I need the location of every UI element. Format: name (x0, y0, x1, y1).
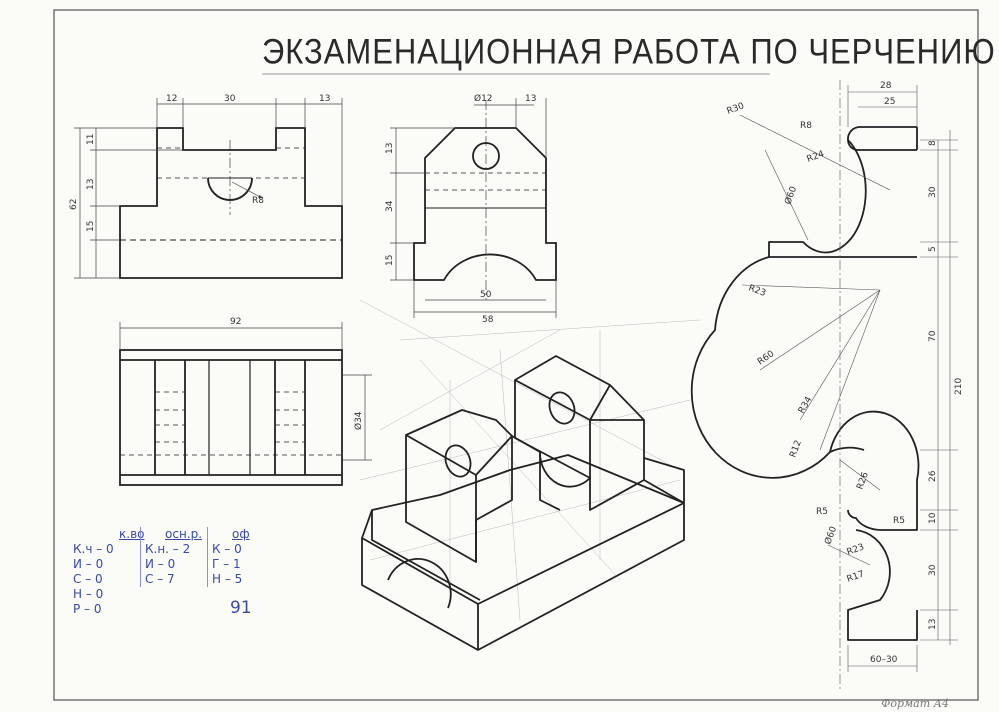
iso-left-hole (444, 444, 472, 478)
grading-header-2: осн.р. (165, 527, 203, 541)
grading-col1-item: С – 0 (73, 572, 103, 586)
front-dim-right: 13 (319, 94, 330, 104)
front-view (119, 127, 343, 279)
curve-drawing (690, 126, 920, 641)
grading-header-1: к.во (119, 527, 145, 541)
curve-dim-v210: 210 (954, 378, 964, 395)
grading-col1-item: И – 0 (73, 557, 104, 571)
top-view-outline (119, 349, 343, 486)
front-dim-middle: 30 (224, 94, 236, 104)
curve-dim-r12: R12 (788, 439, 803, 459)
side-dim-h2: 34 (385, 200, 395, 212)
iso-base-arch (387, 558, 452, 609)
side-dim-hole: Ø12 (474, 93, 493, 104)
grading-column-2: осн.р. К.н. – 2 И – 0 С – 7 (140, 527, 202, 587)
grading-score: 91 (230, 598, 252, 618)
front-dim-h-top: 11 (86, 134, 96, 145)
side-view-outline (413, 127, 557, 281)
side-dim-outer-width: 58 (482, 315, 494, 325)
grading-col2-item: К.н. – 2 (145, 542, 191, 556)
curve-dim-v30a: 30 (928, 186, 938, 198)
curve-dim-v70: 70 (928, 330, 938, 342)
side-dim-inner-width: 50 (480, 290, 492, 300)
side-dim-h3: 15 (385, 255, 395, 266)
curve-dim-v8: 8 (928, 140, 938, 146)
iso-channel (511, 435, 591, 488)
front-dim-radius: R8 (252, 196, 264, 206)
top-view-dimensions (119, 322, 372, 461)
grading-col3-item: К – 0 (212, 542, 242, 556)
curve-dim-r60: R60 (756, 349, 776, 368)
iso-right-hole (548, 391, 576, 425)
curve-dim-r8: R8 (800, 121, 812, 131)
iso-right-block (514, 355, 645, 511)
curve-dim-r34: R34 (797, 395, 815, 416)
curve-dim-r5: R5 (816, 507, 828, 517)
curve-dim-v5: 5 (928, 246, 938, 252)
grading-column-3: оф К – 0 Г – 1 Н – 5 (207, 527, 250, 587)
curve-dim-d60b: Ø60 (822, 525, 839, 546)
front-dim-h-mid: 13 (86, 179, 96, 190)
side-view-dimensions (390, 98, 557, 318)
grading-col1-item: К.ч – 0 (73, 542, 114, 556)
grading-col3-item: Н – 5 (212, 572, 243, 586)
grading-col3-item: Г – 1 (212, 557, 241, 571)
curve-dim-v26: 26 (928, 470, 938, 482)
isometric-view (361, 355, 685, 651)
front-view-outline (119, 127, 343, 279)
page-title: ЭКЗАМЕНАЦИОННАЯ РАБОТА ПО ЧЕРЧЕНИЮ (262, 31, 996, 72)
curve-dim-v30b: 30 (928, 564, 938, 576)
top-view (119, 349, 343, 486)
top-dim-width: 92 (230, 317, 241, 327)
curve-dim-r24: R24 (806, 149, 826, 165)
curve-dim-w6030: 60–30 (870, 655, 898, 665)
grading-header-3: оф (232, 527, 250, 541)
curve-dim-r17: R17 (846, 569, 866, 584)
sheet-format-stamp: Формат А4 (881, 697, 949, 710)
curve-dim-r23b: R23 (846, 542, 866, 557)
side-dim-h1: 13 (385, 143, 395, 154)
curve-dim-w25: 25 (884, 97, 895, 107)
curve-dim-r5b: R5 (893, 516, 905, 526)
front-dim-h-bottom: 15 (86, 221, 96, 232)
front-dim-left: 12 (166, 94, 177, 104)
isometric-construction-lines (359, 299, 701, 621)
grading-column-1: к.во К.ч – 0 И – 0 С – 0 Н – 0 Р – 0 (73, 527, 144, 617)
side-view (413, 100, 557, 300)
curve-dim-r26: R26 (855, 471, 871, 491)
sheet-frame (53, 9, 979, 701)
top-dim-depth: Ø34 (353, 411, 364, 430)
front-view-dimensions (74, 98, 343, 279)
curve-dim-v10: 10 (928, 512, 938, 524)
grading-col2-item: И – 0 (145, 557, 176, 571)
side-dim-top-right: 13 (525, 94, 536, 104)
curve-outline (847, 126, 917, 151)
grading-col1-item: Р – 0 (73, 602, 102, 616)
curve-dim-r30: R30 (726, 101, 746, 117)
curve-dim-w28: 28 (880, 81, 892, 91)
front-dim-height: 62 (69, 199, 79, 210)
curve-dim-v13: 13 (928, 619, 938, 630)
curve-dim-d60a: Ø60 (782, 185, 799, 206)
grading-col2-item: С – 7 (145, 572, 175, 586)
iso-left-block (405, 409, 513, 563)
grading-col1-item: Н – 0 (73, 587, 104, 601)
curve-construction (739, 80, 958, 690)
